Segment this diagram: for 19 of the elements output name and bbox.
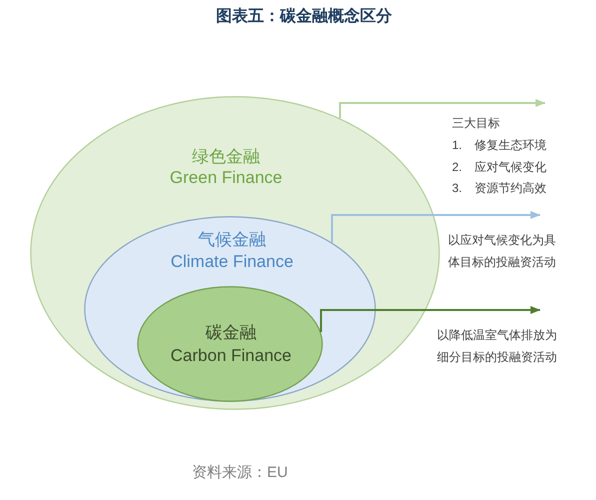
arrow [320, 306, 540, 332]
region-title: 绿色金融 [192, 147, 260, 167]
arrow [339, 99, 546, 118]
list-item: 1. 修复生态环境 [452, 137, 546, 154]
category-ellipse [84, 216, 376, 402]
region-subtitle: Carbon Finance [170, 346, 292, 366]
description-text: 以应对气候变化为具体目标的投融资活动 [448, 232, 557, 271]
region-title: 碳金融 [206, 323, 256, 343]
region-title: 气候金融 [198, 230, 266, 250]
category-ellipse [137, 286, 323, 402]
region-subtitle: Climate Finance [170, 252, 294, 272]
source-note: 资料来源：EU [192, 463, 288, 483]
list-item: 3. 资源节约高效 [452, 180, 546, 197]
description-text: 以降低温室气体排放为细分目标的投融资活动 [437, 327, 558, 366]
arrow [331, 211, 540, 242]
list-item: 2. 应对气候变化 [452, 159, 546, 176]
region-subtitle: Green Finance [170, 168, 282, 188]
title: 图表五：碳金融概念区分 [216, 8, 392, 26]
list-heading: 三大目标 [452, 115, 500, 132]
